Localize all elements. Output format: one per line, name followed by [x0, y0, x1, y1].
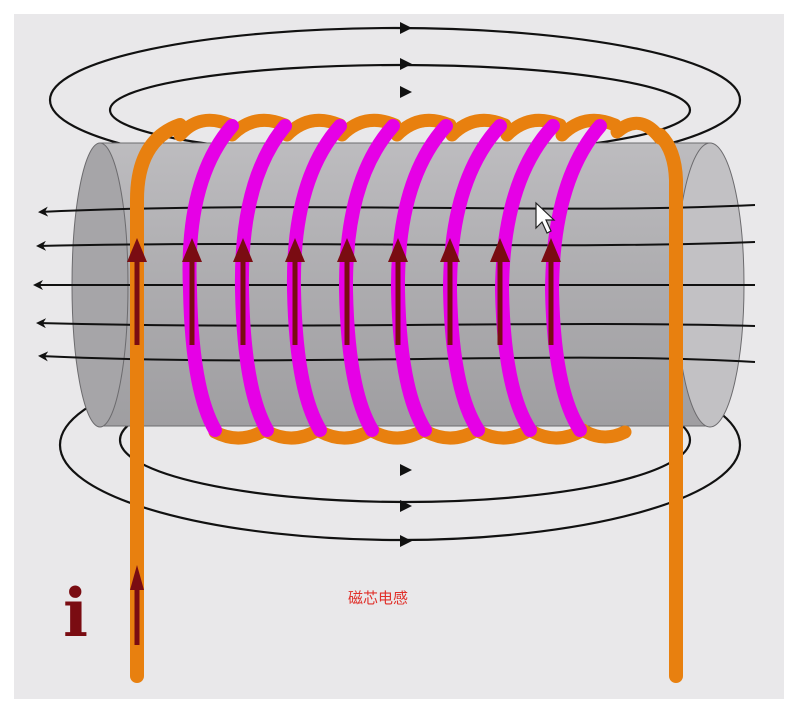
current-symbol-label: i — [63, 574, 88, 652]
mouse-cursor-icon — [535, 201, 556, 234]
field-direction-arrows — [400, 22, 412, 547]
current-arrows — [127, 238, 561, 645]
lead-wires — [130, 118, 683, 683]
diagram-caption: 磁芯电感 — [348, 589, 408, 607]
core-field-lines — [33, 204, 756, 363]
